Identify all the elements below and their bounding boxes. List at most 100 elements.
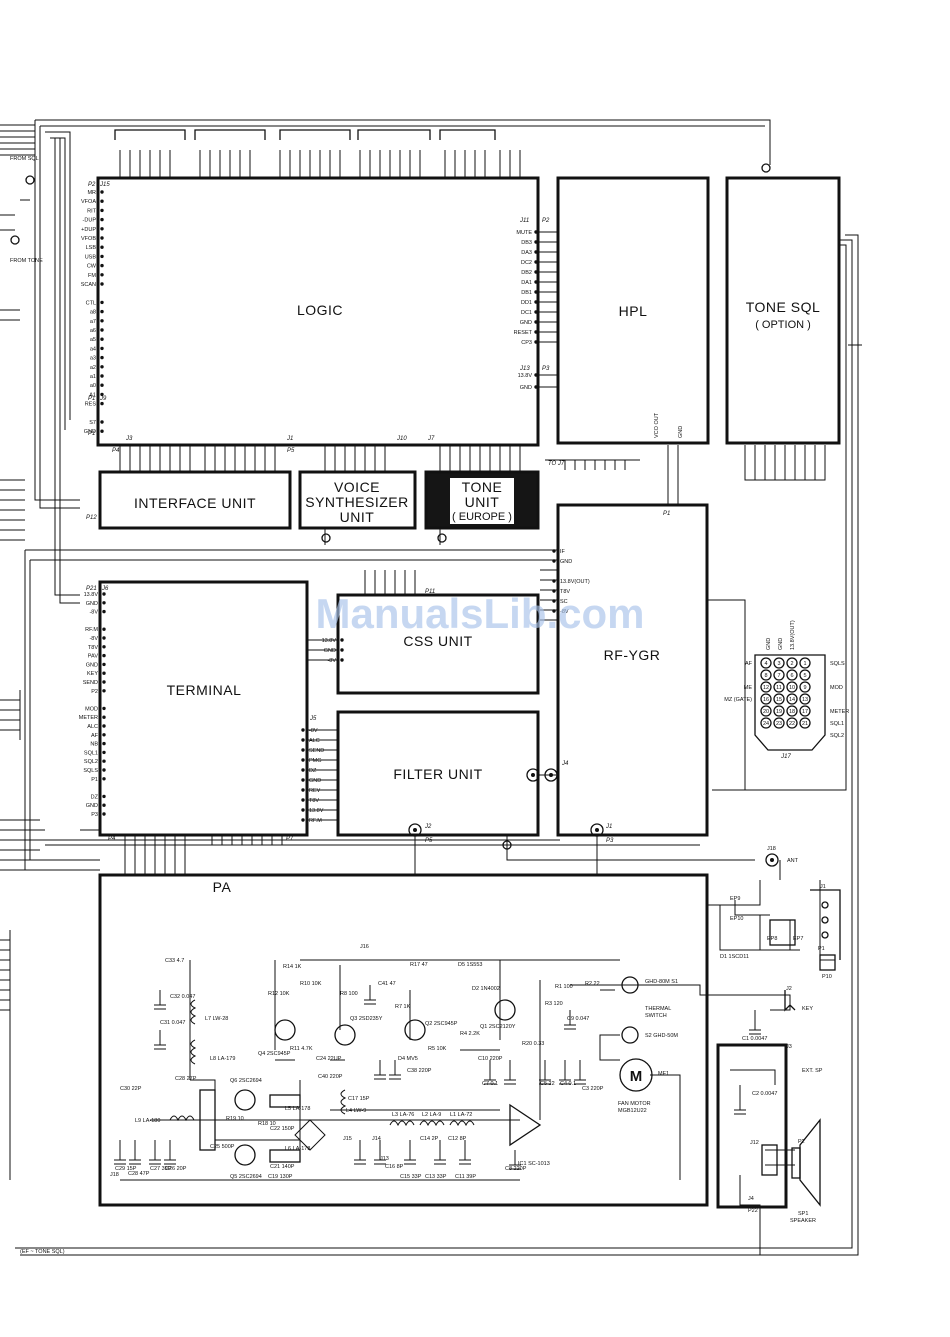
terminal-right-pin-label: ALC	[309, 738, 320, 744]
logic-label: LOGIC	[297, 302, 343, 318]
pa-part-label: R10 10K	[300, 981, 322, 987]
pa-part-label: L9 LA-180	[135, 1118, 160, 1124]
right-ext-sp-label: EXT. SP	[802, 1068, 823, 1074]
right-c2-label: C2 0.0047	[752, 1091, 777, 1097]
interface-unit-label: INTERFACE UNIT	[134, 495, 256, 511]
terminal-right-pin-dot	[301, 808, 305, 812]
j17-pin-number: 21	[802, 721, 808, 727]
terminal-pin-label: RF.M	[85, 627, 98, 633]
j17-pin-number: 6	[790, 673, 793, 679]
hpl-pin-dot	[534, 250, 538, 254]
css-pin-label: 13.8V	[322, 638, 337, 644]
terminal-right-pin-dot	[301, 728, 305, 732]
pa-part-label: C9 0.047	[567, 1016, 589, 1022]
logic-connector-label: J15	[99, 182, 110, 188]
right-j12-label: J12	[750, 1140, 759, 1146]
terminal-pin-label: SQL2	[84, 759, 98, 765]
pa-part-label: R4 2.2K	[460, 1031, 480, 1037]
j17-pin-number: 23	[776, 721, 782, 727]
logic-pin-label: S7	[89, 420, 96, 426]
label-p12: P12	[86, 515, 97, 521]
terminal-right-pin-dot	[301, 798, 305, 802]
terminal-pin-dot	[102, 759, 106, 763]
pa-part-label: C5 22	[540, 1081, 555, 1087]
logic-pin-label: SCAN	[81, 282, 96, 288]
terminal-right-pin-dot	[301, 738, 305, 742]
logic-pin-dot	[100, 263, 104, 268]
logic-pin-label: a4	[90, 346, 96, 352]
j17-pin	[760, 681, 772, 693]
css-pin-label: -8V	[327, 658, 336, 664]
j17-pin-number: 13	[802, 697, 808, 703]
right-p2-label: P2	[798, 1139, 805, 1145]
pa-part-label: C24 22UP	[316, 1056, 342, 1062]
hpl-pin-dot	[534, 320, 538, 324]
right-thermal-s1-label: GHD-80M S1	[645, 979, 678, 985]
right-j4-label: J4	[748, 1196, 754, 1202]
voice-synth-line2: SYNTHESIZER	[305, 494, 409, 510]
pa-part-label: C7 0.1	[482, 1081, 498, 1087]
terminal-right-pin-label: RF.M	[309, 818, 322, 824]
hpl-pin-label: DB2	[521, 270, 532, 276]
logic-pin-dot	[100, 227, 104, 231]
label-p7: P7	[286, 836, 294, 842]
terminal-pin-dot	[102, 636, 106, 640]
label-j4: J4	[561, 761, 569, 767]
left-edge-labels: FROM SQL FROM TONE (EF ~ TONE SQL)	[10, 156, 65, 1255]
logic-pin-label: CTL	[86, 300, 96, 306]
pa-part-label: D2 1N4002	[472, 986, 500, 992]
terminal-right-pin-label: T8V	[309, 798, 319, 804]
terminal-pin-dot	[102, 768, 106, 772]
j17-pin	[799, 693, 811, 705]
terminal-right-pin-dot	[301, 768, 305, 772]
j17-pin	[760, 693, 772, 705]
terminal-pin-label: P2	[91, 689, 98, 695]
terminal-right-pin-label: PMG	[309, 758, 322, 764]
terminal-pin-dot	[102, 741, 106, 746]
logic-pin-dot	[100, 383, 104, 387]
terminal-pin-label: -8V	[89, 636, 98, 642]
ic1-symbol	[509, 1103, 542, 1147]
hpl-connector-label: P3	[542, 366, 550, 372]
pa-circuit	[114, 959, 620, 1181]
label-p1: P1	[663, 511, 670, 517]
terminal-pin-dot	[102, 592, 106, 596]
j17-left-label: AF	[745, 661, 753, 667]
hpl-pin-dot	[534, 310, 538, 314]
logic-pin-label: +DUP	[81, 227, 96, 233]
terminal-pin-dot	[102, 671, 106, 675]
logic-connector-label: P1	[88, 396, 95, 402]
hpl-pins: MUTEDB3DA3DC2DB2DA1DB1DD1DC1GNDRESETCP31…	[514, 218, 550, 391]
logic-pin-dot	[100, 355, 104, 360]
terminal-block: TERMINAL	[98, 580, 309, 837]
label-j1: J1	[286, 436, 293, 442]
hpl-pin-dot	[534, 230, 538, 234]
terminal-right-pin-dot	[301, 758, 305, 762]
logic-pin-dot	[100, 273, 104, 277]
right-c1-label: C1 0.0047	[742, 1036, 767, 1042]
logic-pin-dot	[100, 346, 104, 351]
terminal-pin-label: T8V	[88, 645, 98, 651]
hpl-pin-dot	[534, 330, 538, 334]
pa-part-label: C12 8P	[448, 1136, 467, 1142]
hpl-connector-label: J13	[519, 366, 530, 372]
coax-connectors	[321, 533, 779, 867]
q6-transistor	[234, 1089, 256, 1111]
j17-pin	[799, 657, 811, 669]
pa-part-label: R14 1K	[283, 964, 302, 970]
j17-pin	[773, 693, 785, 705]
rf-pin-label: IF	[560, 549, 566, 555]
terminal-right-pin-label: 13.8V	[309, 808, 324, 814]
j17-pin-number: 11	[776, 685, 782, 691]
pa-part-label: Q4 2SC945P	[258, 1051, 291, 1057]
logic-pin-dot	[100, 365, 104, 369]
pa-part-label: C29 15P	[115, 1166, 137, 1172]
logic-pin-label: RES	[85, 402, 97, 408]
right-j3-label: J3	[786, 1044, 792, 1050]
hpl-pin-label: DA1	[521, 280, 532, 286]
hpl-pin-dot	[534, 340, 538, 344]
terminal-pin-label: 13.8V	[84, 592, 99, 598]
terminal-pin-dot	[102, 803, 106, 807]
pa-part-label: Q1 2SC2120Y	[480, 1024, 516, 1030]
